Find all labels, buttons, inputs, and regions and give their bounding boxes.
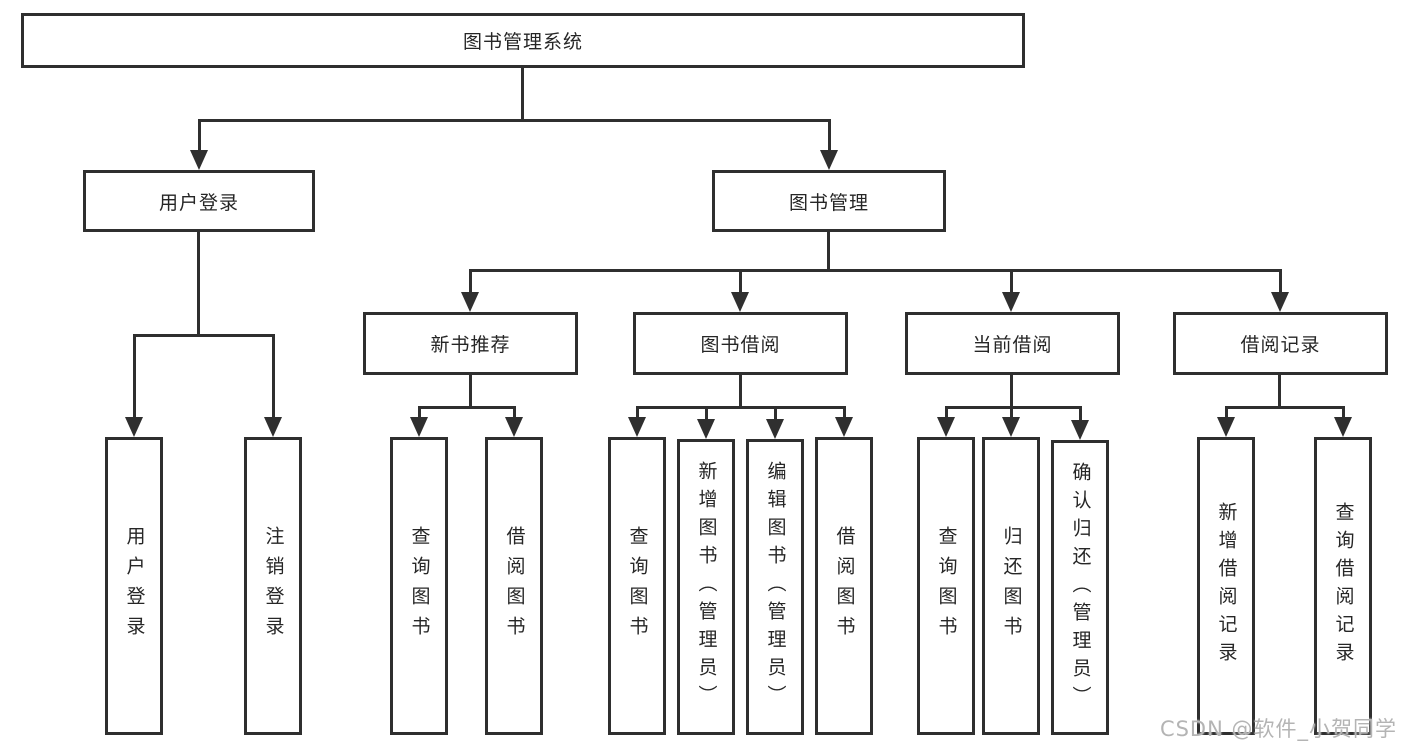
node-root-label: 图书管理系统 — [462, 31, 583, 53]
connector — [1225, 406, 1228, 422]
leaf-borrow-books-label: 借阅图书 — [503, 526, 526, 646]
leaf-confirm-return-admin-label: 确认归还（管理员） — [1069, 461, 1092, 714]
node-book-borrowing-label: 图书借阅 — [700, 334, 781, 356]
node-user-login-label: 用户登录 — [158, 191, 239, 214]
connector — [739, 375, 742, 408]
arrowhead-icon — [820, 150, 838, 170]
arrowhead-icon — [1334, 417, 1352, 437]
connector-l1-rail — [198, 119, 831, 122]
leaf-query-borrow-record: 查询借阅记录 — [1314, 437, 1372, 735]
arrowhead-icon — [937, 417, 955, 437]
arrowhead-icon — [1002, 292, 1020, 312]
connector-l2-rail — [469, 269, 1282, 272]
arrowhead-icon — [766, 419, 784, 439]
connector — [1010, 406, 1013, 422]
connector — [1342, 406, 1345, 422]
connector — [828, 119, 831, 152]
arrowhead-icon — [731, 292, 749, 312]
leaf-user-login: 用户登录 — [105, 437, 163, 735]
connector — [198, 119, 201, 152]
connector — [705, 406, 708, 422]
connector — [1079, 406, 1082, 422]
node-borrowing-records-label: 借阅记录 — [1240, 334, 1321, 356]
leaf-add-book-admin: 新增图书（管理员） — [677, 439, 735, 735]
connector — [1278, 375, 1281, 408]
connector — [1279, 269, 1282, 294]
leaf-add-borrow-record: 新增借阅记录 — [1197, 437, 1255, 735]
connector — [945, 406, 1082, 409]
leaf-user-login-label: 用户登录 — [123, 526, 146, 646]
leaf-logout: 注销登录 — [244, 437, 302, 735]
node-borrowing-records: 借阅记录 — [1173, 312, 1388, 375]
arrowhead-icon — [125, 417, 143, 437]
node-book-management: 图书管理 — [712, 170, 946, 232]
connector-user-login-rail — [133, 334, 274, 337]
leaf-query-books: 查询图书 — [390, 437, 448, 735]
leaf-add-book-admin-label: 新增图书（管理员） — [695, 461, 718, 713]
arrowhead-icon — [697, 419, 715, 439]
connector — [636, 406, 845, 409]
node-book-borrowing: 图书借阅 — [633, 312, 848, 375]
arrowhead-icon — [628, 417, 646, 437]
csdn-watermark: CSDN @软件_小贺同学 — [1159, 717, 1397, 741]
leaf-return-book: 归还图书 — [982, 437, 1040, 735]
connector — [636, 406, 639, 422]
arrowhead-icon — [1071, 420, 1089, 440]
leaf-add-borrow-record-label: 新增借阅记录 — [1215, 502, 1238, 670]
leaf-query-books-label: 查询图书 — [935, 526, 958, 646]
node-current-borrowing-label: 当前借阅 — [972, 334, 1053, 356]
connector — [945, 406, 948, 422]
leaf-edit-book-admin: 编辑图书（管理员） — [746, 439, 804, 735]
connector-user-login-stem — [197, 232, 200, 336]
leaf-query-books-label: 查询图书 — [626, 526, 649, 646]
connector — [843, 406, 846, 422]
arrowhead-icon — [264, 417, 282, 437]
connector — [513, 406, 516, 422]
connector — [739, 269, 742, 294]
arrowhead-icon — [1217, 417, 1235, 437]
arrowhead-icon — [190, 150, 208, 170]
leaf-logout-label: 注销登录 — [262, 526, 285, 646]
connector — [133, 334, 136, 420]
connector — [774, 406, 777, 422]
connector — [1010, 269, 1013, 294]
connector — [469, 375, 472, 408]
arrowhead-icon — [461, 292, 479, 312]
connector-root-stem — [521, 68, 524, 120]
arrowhead-icon — [1271, 292, 1289, 312]
arrowhead-icon — [505, 417, 523, 437]
node-new-book-recommendation-label: 新书推荐 — [430, 334, 511, 356]
connector — [1010, 375, 1013, 408]
leaf-borrow-books: 借阅图书 — [485, 437, 543, 735]
node-current-borrowing: 当前借阅 — [905, 312, 1120, 375]
connector — [469, 269, 472, 294]
leaf-query-books: 查询图书 — [608, 437, 666, 735]
node-user-login: 用户登录 — [83, 170, 315, 232]
arrowhead-icon — [410, 417, 428, 437]
connector — [418, 406, 516, 409]
leaf-query-books: 查询图书 — [917, 437, 975, 735]
node-book-management-label: 图书管理 — [788, 191, 869, 214]
arrowhead-icon — [1002, 417, 1020, 437]
arrowhead-icon — [835, 417, 853, 437]
connector — [272, 334, 275, 420]
connector — [418, 406, 421, 422]
leaf-confirm-return-admin: 确认归还（管理员） — [1051, 440, 1109, 735]
leaf-borrow-books-label: 借阅图书 — [833, 526, 856, 646]
leaf-query-books-label: 查询图书 — [408, 526, 431, 646]
leaf-return-book-label: 归还图书 — [1000, 526, 1023, 646]
connector-book-mgmt-stem — [827, 232, 830, 271]
leaf-borrow-books: 借阅图书 — [815, 437, 873, 735]
node-new-book-recommendation: 新书推荐 — [363, 312, 578, 375]
connector — [1225, 406, 1344, 409]
node-root: 图书管理系统 — [21, 13, 1025, 68]
leaf-edit-book-admin-label: 编辑图书（管理员） — [764, 461, 787, 713]
leaf-query-borrow-record-label: 查询借阅记录 — [1332, 502, 1355, 670]
